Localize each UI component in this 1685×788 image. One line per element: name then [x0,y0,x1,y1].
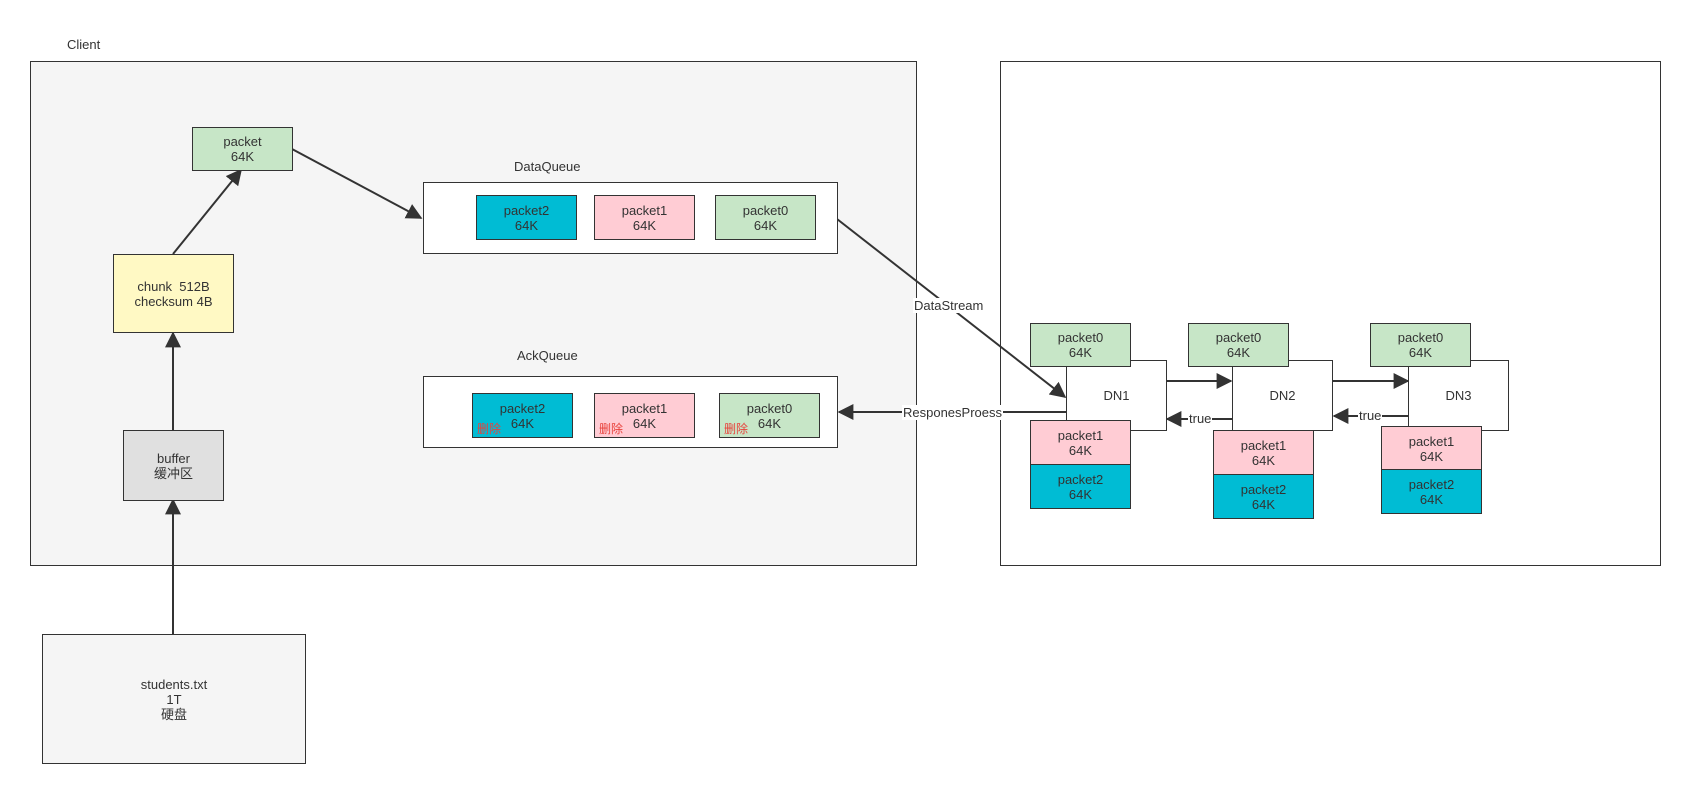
dn1-packet1-box: packet1 64K [1030,420,1131,465]
dataqueue-title: DataQueue [514,159,581,174]
chunk-size-label: chunk 512B [137,278,210,294]
packet-size: 64K [632,415,657,431]
dn2-packet1-box: packet1 64K [1213,430,1314,475]
packet-name: packet2 [499,400,546,416]
packet-size: 64K [1068,486,1093,502]
dn2-packet2-box: packet2 64K [1213,474,1314,519]
packet-name: packet0 [1397,330,1444,345]
ackqueue-packet: packet1 64K 删除 [594,393,695,438]
datanode-name: DN2 [1269,388,1296,403]
packet-size: 64K [514,217,539,233]
packet-size: 64K [1419,491,1444,507]
packet-name: packet1 [1057,427,1104,443]
chunk-box: chunk 512B checksum 4B [113,254,234,333]
checksum-label: checksum 4B [134,293,213,309]
disk-filename: students.txt [140,676,208,692]
dn3-packet1-box: packet1 64K [1381,426,1482,471]
datanode-box: DN2 [1232,360,1333,431]
buffer-label-cn: 缓冲区 [153,465,193,481]
ack-true-label-dn3: true [1358,408,1383,423]
dataqueue-packet: packet1 64K [594,195,695,240]
packet-name: packet1 [1240,437,1287,453]
ackqueue-packet: packet0 64K 删除 [719,393,820,438]
packet-size: 64K [757,415,782,431]
delete-mark: 删除 [477,422,502,436]
buffer-label: buffer [156,450,190,466]
disk-size: 1T [166,691,182,707]
datanode-name: DN1 [1103,388,1130,403]
packet-name: packet0 [742,202,789,218]
packet-name: packet0 [746,400,793,416]
datastream-label: DataStream [913,298,985,313]
dn3-packet0-box: packet0 64K [1370,323,1471,367]
datanode-name: DN3 [1445,388,1472,403]
packet-box: packet 64K [192,127,293,171]
packet-name: packet0 [1057,330,1104,345]
packet-name: packet1 [1408,433,1455,449]
packet-name: packet2 [1057,471,1104,487]
packet-size: 64K [1226,345,1251,360]
packet-size: 64K [1408,345,1433,360]
packet-size: 64K [1251,452,1276,468]
dataqueue-packet: packet0 64K [715,195,816,240]
packet-name: packet2 [1240,481,1287,497]
chunk-to-packet-arrow [172,168,243,255]
response-label: ResponesProess [902,405,1003,420]
packet-to-dataqueue-arrow [291,148,423,219]
packet-size: 64K [1251,496,1276,512]
dn1-packet0-box: packet0 64K [1030,323,1131,367]
disk-label: 硬盘 [160,706,187,722]
packet-name: packet2 [503,202,550,218]
packet-size: 64K [1068,345,1093,360]
ackqueue-packet: packet2 64K 删除 [472,393,573,438]
dn3-packet2-box: packet2 64K [1381,469,1482,514]
packet-size: 64K [1419,448,1444,464]
packet-name: packet1 [621,202,668,218]
packet-size: 64K [510,415,535,431]
disk-file-box: students.txt 1T 硬盘 [42,634,306,764]
dn1-packet2-box: packet2 64K [1030,464,1131,509]
packet-name: packet0 [1215,330,1262,345]
delete-mark: 删除 [724,422,749,436]
buffer-box: buffer 缓冲区 [123,430,224,501]
packet-name: packet1 [621,400,668,416]
delete-mark: 删除 [599,422,624,436]
datanode-box: DN1 [1066,360,1167,431]
dn2-packet0-box: packet0 64K [1188,323,1289,367]
packet-size: 64K [1068,442,1093,458]
datanode-box: DN3 [1408,360,1509,431]
packet-size: 64K [753,217,778,233]
packet-size: 64K [632,217,657,233]
packet-size: 64K [230,149,255,164]
client-title: Client [67,37,101,52]
dataqueue-packet: packet2 64K [476,195,577,240]
packet-name: packet [223,134,262,149]
packet-name: packet2 [1408,476,1455,492]
ackqueue-title: AckQueue [517,348,578,363]
ack-true-label-dn2: true [1188,411,1213,426]
